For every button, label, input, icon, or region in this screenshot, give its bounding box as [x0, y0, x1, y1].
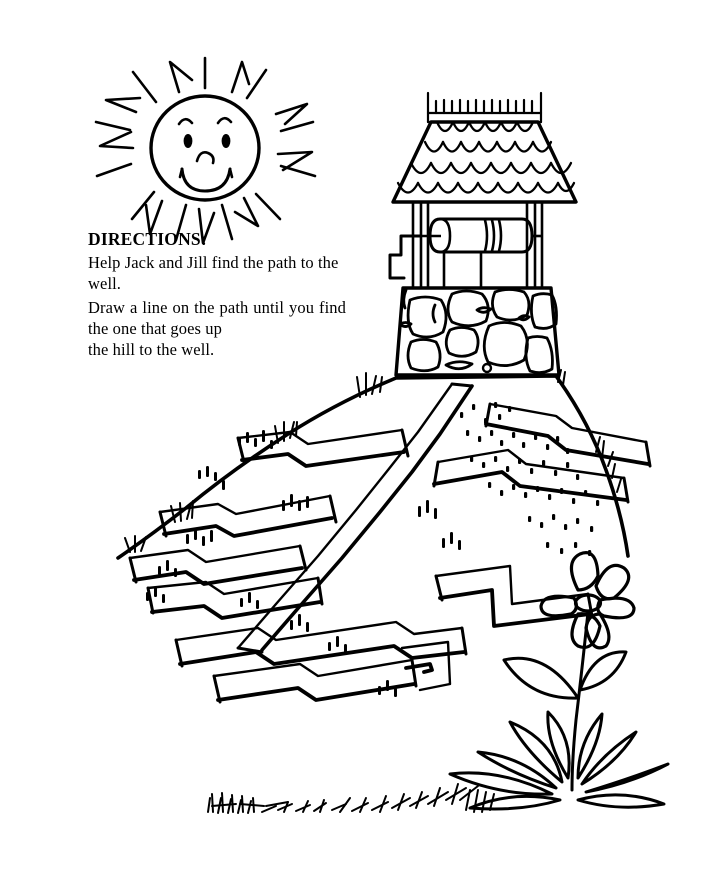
- flower-petal-bottom-right: [584, 612, 611, 650]
- maze-corridor-e-lower: [132, 566, 304, 586]
- flower-rosette-leaf-1: [546, 710, 571, 780]
- maze-corridor-e-upper: [128, 544, 302, 564]
- well: [388, 91, 578, 377]
- maze-stub-18: [432, 460, 440, 488]
- flower-leaf-right: [578, 650, 628, 692]
- flower-rosette-leaf-9: [576, 793, 666, 809]
- maze-stub-1: [328, 494, 338, 524]
- flower-rosette-leaf-2: [508, 720, 564, 784]
- hill-stipple: [460, 402, 600, 556]
- well-roof-shingles: [396, 120, 576, 194]
- maze-stub-14: [316, 576, 324, 606]
- directions-heading: DIRECTIONS:: [88, 229, 207, 249]
- maze-stub-5: [158, 510, 168, 538]
- maze-corridor-a-upper: [488, 402, 648, 444]
- maze-stub-9: [174, 638, 184, 668]
- well-roof-ridge-comb: [426, 91, 543, 124]
- sun-nose: [195, 151, 215, 165]
- flower-rosette-leaf-8: [468, 794, 562, 811]
- flower-leaf-left: [502, 656, 580, 700]
- maze-stub-10: [212, 674, 222, 704]
- flower-petal-top-left: [569, 551, 600, 592]
- well-stone-base: [394, 286, 561, 377]
- sun-eyebrow-left: [177, 117, 194, 126]
- sun-eye-right: [221, 134, 231, 148]
- directions-block: DIRECTIONS: Help Jack and Jill find the …: [88, 228, 346, 360]
- well-crank-handle: [388, 234, 422, 280]
- sun-eye-left: [183, 134, 193, 148]
- sun-smile-tick-right: [228, 167, 234, 179]
- maze-corridor-f-lower: [150, 600, 322, 620]
- foreground-grass: [207, 783, 495, 814]
- maze-corridor-b-upper: [436, 448, 626, 480]
- maze-corridor-c-upper: [236, 428, 404, 446]
- flower-rosette-leaf-6: [580, 730, 638, 786]
- maze-stub-4: [128, 556, 138, 584]
- flower: [448, 551, 670, 811]
- flower-rosette-leaf-3: [476, 750, 558, 790]
- maze-stub-3: [400, 428, 410, 458]
- sun-smile: [180, 167, 232, 193]
- directions-paragraph-2-main: Draw a line on the path until you find t…: [88, 298, 346, 338]
- flower-rosette-leaf-5: [576, 712, 604, 780]
- maze-stub-11: [236, 646, 264, 654]
- hill-edge-grass: [124, 369, 622, 553]
- directions-paragraph-2: Draw a line on the path until you find t…: [88, 297, 346, 360]
- maze-stub-19: [146, 586, 155, 615]
- maze-corridor-d-lower: [162, 516, 334, 538]
- maze: [128, 382, 652, 704]
- maze-corridor-i-lower: [438, 588, 592, 628]
- well-winding-drum: [420, 217, 543, 254]
- maze-stub-7: [622, 476, 630, 504]
- flower-stem: [570, 610, 590, 792]
- flower-rosette-leaf-4: [448, 771, 554, 796]
- maze-main-path-upper: [236, 382, 454, 650]
- maze-stub-16: [460, 626, 468, 656]
- sun-icon: [94, 56, 317, 245]
- maze-corridor-g-lower: [178, 644, 466, 666]
- maze-stub-8: [236, 436, 246, 464]
- maze-stub-2: [298, 544, 308, 572]
- well-base-stones: [398, 288, 558, 374]
- maze-stub-15: [410, 658, 418, 688]
- maze-stub-17: [484, 402, 492, 428]
- flower-petal-top-right: [594, 563, 631, 601]
- maze-corridor-h-lower: [216, 682, 416, 702]
- well-base-pebble: [481, 362, 493, 374]
- maze-corridor-f-upper: [146, 576, 320, 596]
- flower-rosette-leaf-7: [584, 762, 670, 794]
- maze-corridor-g-upper: [174, 620, 464, 642]
- flower-petal-right: [596, 596, 636, 620]
- maze-stub-20: [450, 382, 474, 388]
- maze-corridor-j-lower: [404, 662, 434, 674]
- maze-stub-6: [644, 440, 652, 468]
- directions-paragraph-2-last: the hill to the well.: [88, 340, 215, 359]
- sun-eyebrow-right: [216, 116, 233, 125]
- sun-face: [149, 94, 261, 202]
- flower-petal-left: [539, 594, 578, 618]
- maze-corridor-b-lower: [432, 470, 628, 502]
- maze-corridor-i-upper: [434, 564, 590, 606]
- maze-corridor-h-upper: [212, 658, 414, 678]
- sun-rays: [94, 56, 317, 245]
- maze-corridor-j-upper: [400, 640, 452, 692]
- well-roof: [391, 120, 578, 204]
- sun-smile-tick-left: [178, 167, 184, 179]
- directions-paragraph-1: Help Jack and Jill find the path to the …: [88, 253, 339, 293]
- maze-corridor-a-lower: [484, 422, 650, 466]
- maze-corridor-c-lower: [240, 450, 406, 468]
- maze-corridor-d-upper: [158, 494, 332, 516]
- maze-stub-12: [434, 574, 444, 602]
- well-posts: [411, 203, 544, 287]
